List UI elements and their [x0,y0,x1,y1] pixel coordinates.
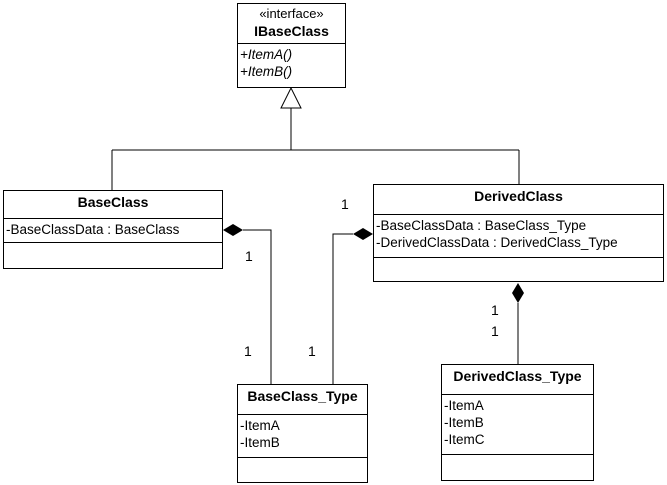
multiplicity-label: 1 [308,343,316,359]
class-derivedclass-type[interactable]: DerivedClass_Type -ItemA -ItemB -ItemC [441,364,594,481]
attribute: -ItemC [444,432,485,447]
attribute: -DerivedClassData : DerivedClass_Type [376,235,618,250]
interface-stereotype: «interface» [259,6,324,21]
attribute: -BaseClassData : BaseClass [6,222,180,237]
class-baseclass-name: BaseClass [77,194,149,210]
class-ibaseclass-header: «interface» IBaseClass [238,4,345,43]
class-derivedclass-type-header: DerivedClass_Type [442,365,593,394]
composition-diamond-derived-to-derivedtype [512,283,524,303]
attribute: -ItemA [444,398,484,413]
class-baseclass-type-attributes: -ItemA -ItemB [238,414,367,457]
class-derivedclass[interactable]: DerivedClass -BaseClassData : BaseClass_… [373,184,664,282]
class-baseclass-type-operations [238,457,367,482]
class-ibaseclass-name: IBaseClass [254,23,329,39]
realization-triangle [280,86,302,109]
multiplicity-label: 1 [341,196,349,212]
class-derivedclass-type-operations [442,454,593,480]
class-derivedclass-type-name: DerivedClass_Type [453,368,582,384]
composition-diamond-derived-to-basetype [353,228,373,240]
attribute: -ItemB [240,435,280,450]
composition-line-derived-to-basetype [332,233,353,384]
composition-line-baseclass [243,229,272,384]
class-baseclass-operations [4,242,222,268]
class-derivedclass-attributes: -BaseClassData : BaseClass_Type -Derived… [374,214,663,257]
multiplicity-label: 1 [244,343,252,359]
class-baseclass-header: BaseClass [4,191,222,218]
attribute: -ItemA [240,418,280,433]
attribute: -BaseClassData : BaseClass_Type [376,218,587,233]
class-baseclass-type-header: BaseClass_Type [238,385,367,414]
class-baseclass-attributes: -BaseClassData : BaseClass [4,218,222,242]
operation: +ItemB() [240,64,293,79]
multiplicity-label: 1 [491,323,499,339]
class-baseclass-type-name: BaseClass_Type [247,388,358,404]
class-derivedclass-operations [374,257,663,281]
composition-diamond-baseclass [223,224,243,236]
class-baseclass-type[interactable]: BaseClass_Type -ItemA -ItemB [237,384,368,483]
multiplicity-label: 1 [245,248,253,264]
class-derivedclass-type-attributes: -ItemA -ItemB -ItemC [442,394,593,454]
operation: +ItemA() [240,47,293,62]
class-derivedclass-name: DerivedClass [474,188,563,204]
class-baseclass[interactable]: BaseClass -BaseClassData : BaseClass [3,190,223,269]
class-ibaseclass-operations: +ItemA() +ItemB() [238,43,345,87]
attribute: -ItemB [444,415,484,430]
class-ibaseclass[interactable]: «interface» IBaseClass +ItemA() +ItemB() [237,3,346,88]
multiplicity-label: 1 [491,302,499,318]
class-derivedclass-header: DerivedClass [374,185,663,214]
